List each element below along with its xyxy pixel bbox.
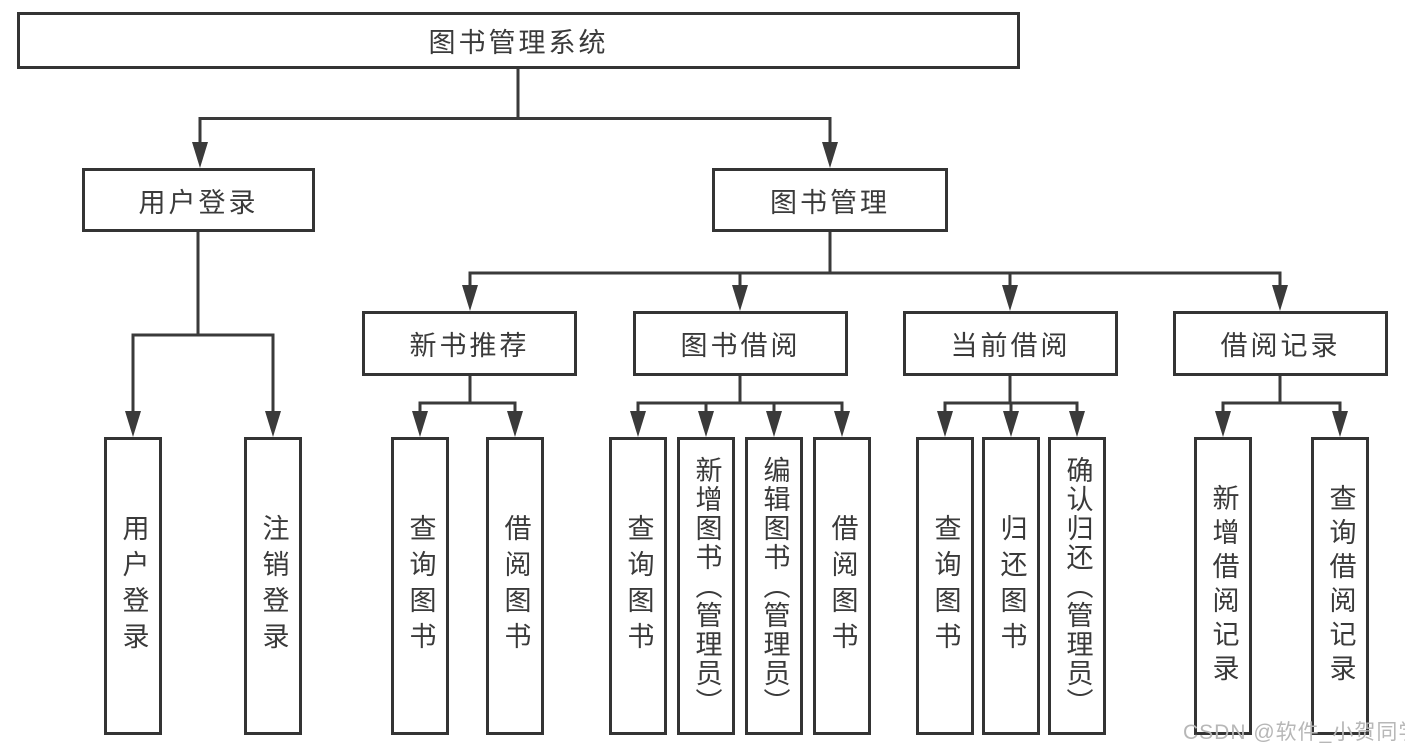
leaf-borrow-books: 借阅图书 — [486, 437, 544, 735]
leaf-label: 注销登录 — [258, 514, 289, 658]
csdn-watermark: CSDN @软件_小贺同学 — [1183, 721, 1405, 744]
node-label: 用户登录 — [138, 187, 259, 218]
leaf-label: 用户登录 — [118, 514, 149, 658]
leaf-label: 查询借阅记录 — [1325, 484, 1356, 688]
leaf-return-books: 归还图书 — [982, 437, 1040, 735]
leaf-edit-books-admin: 编辑图书（管理员） — [745, 437, 803, 735]
leaf-query-borrow-record: 查询借阅记录 — [1311, 437, 1369, 735]
leaf-query-books: 查询图书 — [391, 437, 449, 735]
leaf-logout: 注销登录 — [244, 437, 302, 735]
leaf-label: 归还图书 — [996, 514, 1027, 658]
node-book-management: 图书管理 — [712, 168, 948, 232]
node-label: 图书借阅 — [680, 331, 801, 361]
leaf-label: 确认归还（管理员） — [1062, 455, 1093, 717]
leaf-label: 借阅图书 — [500, 514, 531, 658]
node-book-borrow: 图书借阅 — [633, 311, 848, 376]
node-label: 新书推荐 — [409, 331, 530, 361]
node-borrow-records: 借阅记录 — [1173, 311, 1388, 376]
leaf-confirm-return-admin: 确认归还（管理员） — [1048, 437, 1106, 735]
leaf-label: 查询图书 — [405, 514, 436, 658]
leaf-add-books-admin: 新增图书（管理员） — [677, 437, 735, 735]
node-new-book-recommend: 新书推荐 — [362, 311, 577, 376]
leaf-label: 查询图书 — [930, 514, 961, 658]
leaf-user-login: 用户登录 — [104, 437, 162, 735]
leaf-label: 新增图书（管理员） — [691, 455, 722, 717]
node-label: 当前借阅 — [950, 331, 1071, 361]
leaf-add-borrow-record: 新增借阅记录 — [1194, 437, 1252, 735]
node-label: 图书管理系统 — [428, 28, 609, 58]
node-label: 图书管理 — [770, 187, 890, 218]
leaf-borrow-books: 借阅图书 — [813, 437, 871, 735]
leaf-query-books: 查询图书 — [916, 437, 974, 735]
node-library-management-system: 图书管理系统 — [17, 12, 1020, 69]
leaf-label: 新增借阅记录 — [1208, 484, 1239, 688]
node-user-login: 用户登录 — [82, 168, 315, 232]
leaf-label: 编辑图书（管理员） — [759, 455, 790, 717]
node-current-borrow: 当前借阅 — [903, 311, 1118, 376]
leaf-label: 借阅图书 — [827, 514, 858, 658]
node-label: 借阅记录 — [1220, 331, 1341, 361]
leaf-query-books: 查询图书 — [609, 437, 667, 735]
leaf-label: 查询图书 — [623, 514, 654, 658]
